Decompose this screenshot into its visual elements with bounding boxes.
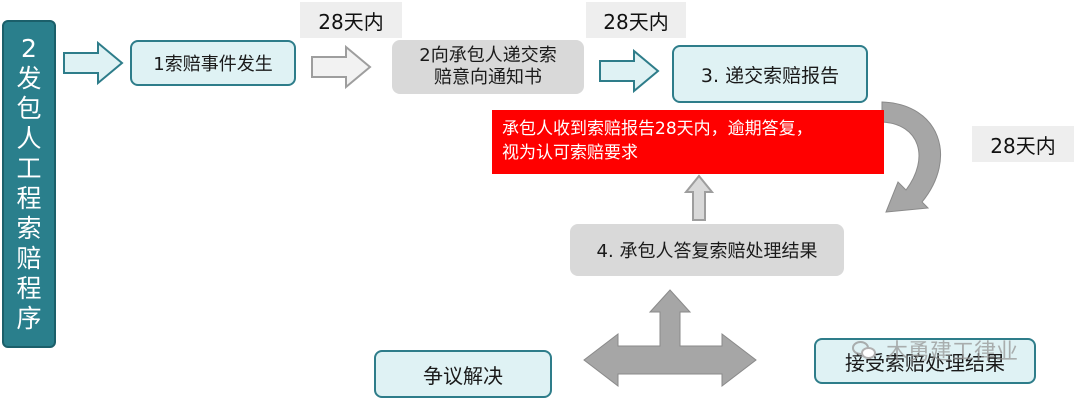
title-char: 序 [16,304,42,333]
watermark-text: 木勇建工律业 [886,340,1019,365]
step-2-label-line2: 赔意向通知书 [434,67,542,88]
deadline-label-2: 28天内 [586,2,686,38]
process-title: 2 发 包 人 工 程 索 赔 程 序 [2,20,56,348]
wechat-icon [852,339,878,361]
arrow-right-1 [63,40,124,86]
title-char: 人 [16,124,42,153]
step-4-label: 4. 承包人答复索赔处理结果 [596,241,818,262]
title-char: 2 [21,34,37,63]
three-way-arrow [583,289,757,388]
dispute-label: 争议解决 [423,363,503,388]
step-2-label-line1: 2向承包人递交索 [419,45,557,66]
deadline-notice: 承包人收到索赔报告28天内，逾期答复， 视为认可索赔要求 [492,110,884,174]
step-4-box: 4. 承包人答复索赔处理结果 [570,224,844,276]
arrow-up [683,174,715,221]
title-char: 程 [16,274,42,303]
step-2-box: 2向承包人递交索 赔意向通知书 [392,40,584,94]
deadline-label-3: 28天内 [972,126,1074,162]
arrow-right-2 [311,44,372,90]
step-3-box: 3. 递交索赔报告 [672,45,868,103]
curved-arrow [881,101,942,213]
title-char: 包 [16,94,42,123]
step-1-label: 1索赔事件发生 [153,54,273,75]
deadline-label-1: 28天内 [300,2,402,38]
watermark: 木勇建工律业 [852,330,1052,370]
dispute-resolution-box: 争议解决 [374,350,552,398]
title-char: 工 [16,154,42,183]
notice-line-1: 承包人收到索赔报告28天内，逾期答复， [502,119,813,139]
title-char: 发 [16,64,42,93]
title-char: 索 [16,214,42,243]
notice-line-2: 视为认可索赔要求 [502,143,638,163]
title-char: 程 [16,184,42,213]
title-char: 赔 [16,244,42,273]
step-1-box: 1索赔事件发生 [130,40,296,86]
arrow-right-3 [599,48,660,94]
step-3-label: 3. 递交索赔报告 [700,64,840,87]
